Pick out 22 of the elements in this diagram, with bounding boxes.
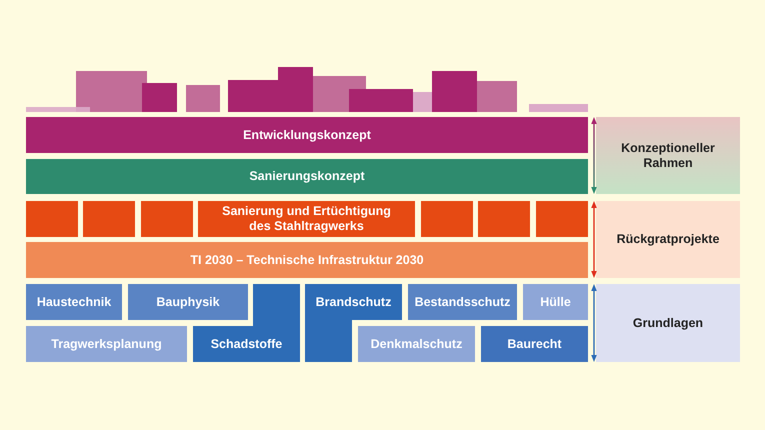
topic-label: Brandschutz bbox=[316, 294, 392, 310]
empty-tile bbox=[421, 201, 473, 237]
empty-tile bbox=[478, 201, 530, 237]
layer-bar: Sanierungskonzept bbox=[26, 159, 588, 194]
topic-tile: Haustechnik bbox=[26, 284, 122, 320]
topic-tile: Denkmalschutz bbox=[358, 326, 475, 362]
category-panel: Grundlagen bbox=[596, 284, 740, 362]
layer-bar: Entwicklungskonzept bbox=[26, 117, 588, 153]
category-panel: Rückgratprojekte bbox=[596, 201, 740, 278]
project-tile: Sanierung und Ertüchtigung des Stahltragwerks bbox=[198, 201, 415, 237]
topic-label: Schadstoffe bbox=[210, 336, 282, 352]
empty-tile bbox=[536, 201, 588, 237]
topic-tile: Tragwerksplanung bbox=[26, 326, 187, 362]
topic-tile: Baurecht bbox=[481, 326, 588, 362]
empty-tile bbox=[26, 201, 78, 237]
empty-tile bbox=[141, 201, 193, 237]
layer-bar: TI 2030 – Technische Infrastruktur 2030 bbox=[26, 242, 588, 278]
topic-tile: Bestandsschutz bbox=[408, 284, 517, 320]
category-panel: Konzeptioneller Rahmen bbox=[596, 117, 740, 194]
empty-tile bbox=[83, 201, 135, 237]
topic-tile: Hülle bbox=[523, 284, 588, 320]
topic-tile: Bauphysik bbox=[128, 284, 248, 320]
